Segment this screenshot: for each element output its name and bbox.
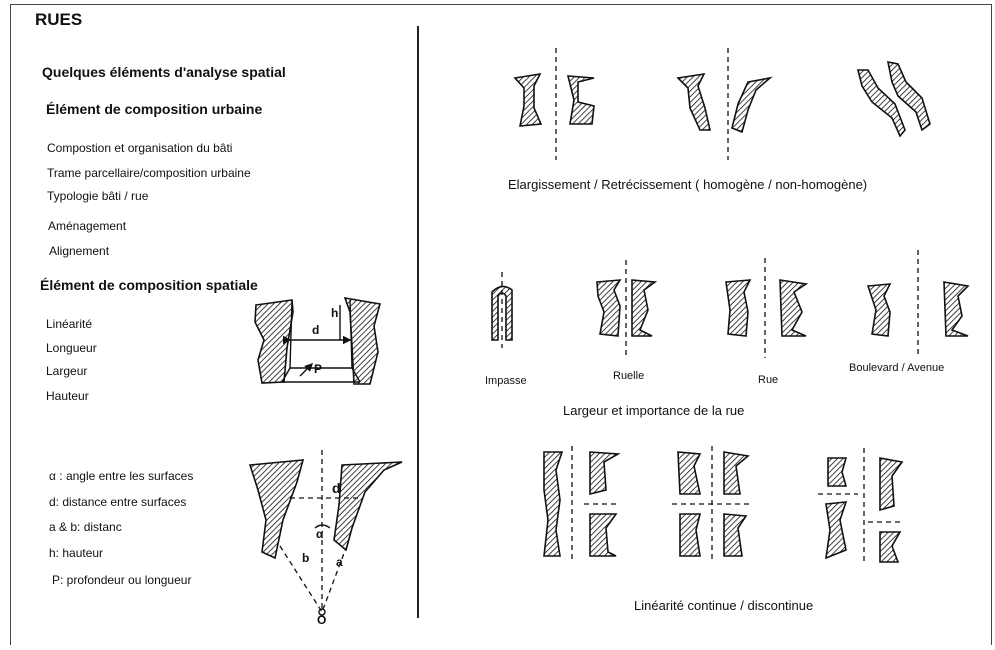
street-type-ruelle: Ruelle [613, 370, 645, 382]
page-title: RUES [35, 10, 83, 29]
widening-diagrams [513, 48, 931, 160]
heading-analysis: Quelques éléments d'analyse spatial [42, 64, 286, 80]
street-type-boulevard: Boulevard / Avenue [849, 362, 945, 374]
label-p: P [314, 362, 322, 376]
legend-item: P: profondeur ou longueur [52, 573, 192, 587]
linearity-diagrams [543, 446, 904, 564]
urban-item: Alignement [49, 244, 110, 258]
legend-item: a & b: distanc [49, 520, 122, 534]
angle-diagram: d α b a O [248, 450, 403, 627]
caption-linearity: Linéarité continue / discontinue [634, 598, 814, 613]
caption-widening: Elargissement / Retrécissement ( homogèn… [508, 177, 868, 192]
label-b: b [302, 551, 309, 565]
spatial-item: Linéarité [46, 317, 93, 331]
spatial-item: Hauteur [46, 389, 89, 403]
label-a: a [336, 555, 343, 569]
urban-item: Typologie bâti / rue [47, 189, 149, 203]
label-alpha: α [316, 527, 324, 541]
caption-width: Largeur et importance de la rue [563, 403, 745, 418]
street-width-diagrams [491, 250, 970, 358]
column-divider [417, 26, 419, 618]
street-type-rue: Rue [758, 374, 779, 386]
street-type-impasse: Impasse [485, 375, 527, 387]
heading-urban-composition: Élément de composition urbaine [46, 101, 263, 117]
legend-item: α : angle entre les surfaces [49, 469, 194, 483]
legend-item: d: distance entre surfaces [49, 495, 187, 509]
spatial-item: Longueur [46, 341, 97, 355]
street-section-diagram: h d P [254, 296, 382, 385]
label-h: h [331, 306, 338, 320]
urban-item: Aménagement [48, 219, 127, 233]
urban-item: Compostion et organisation du bâti [47, 141, 233, 155]
label-d: d [312, 323, 319, 337]
figure-frame [10, 4, 992, 645]
heading-spatial-composition: Élément de composition spatiale [40, 277, 258, 293]
legend-item: h: hauteur [49, 546, 104, 560]
label-o: O [317, 613, 326, 627]
spatial-item: Largeur [46, 364, 88, 378]
urban-item: Trame parcellaire/composition urbaine [47, 166, 251, 180]
label-d: d [332, 480, 341, 496]
